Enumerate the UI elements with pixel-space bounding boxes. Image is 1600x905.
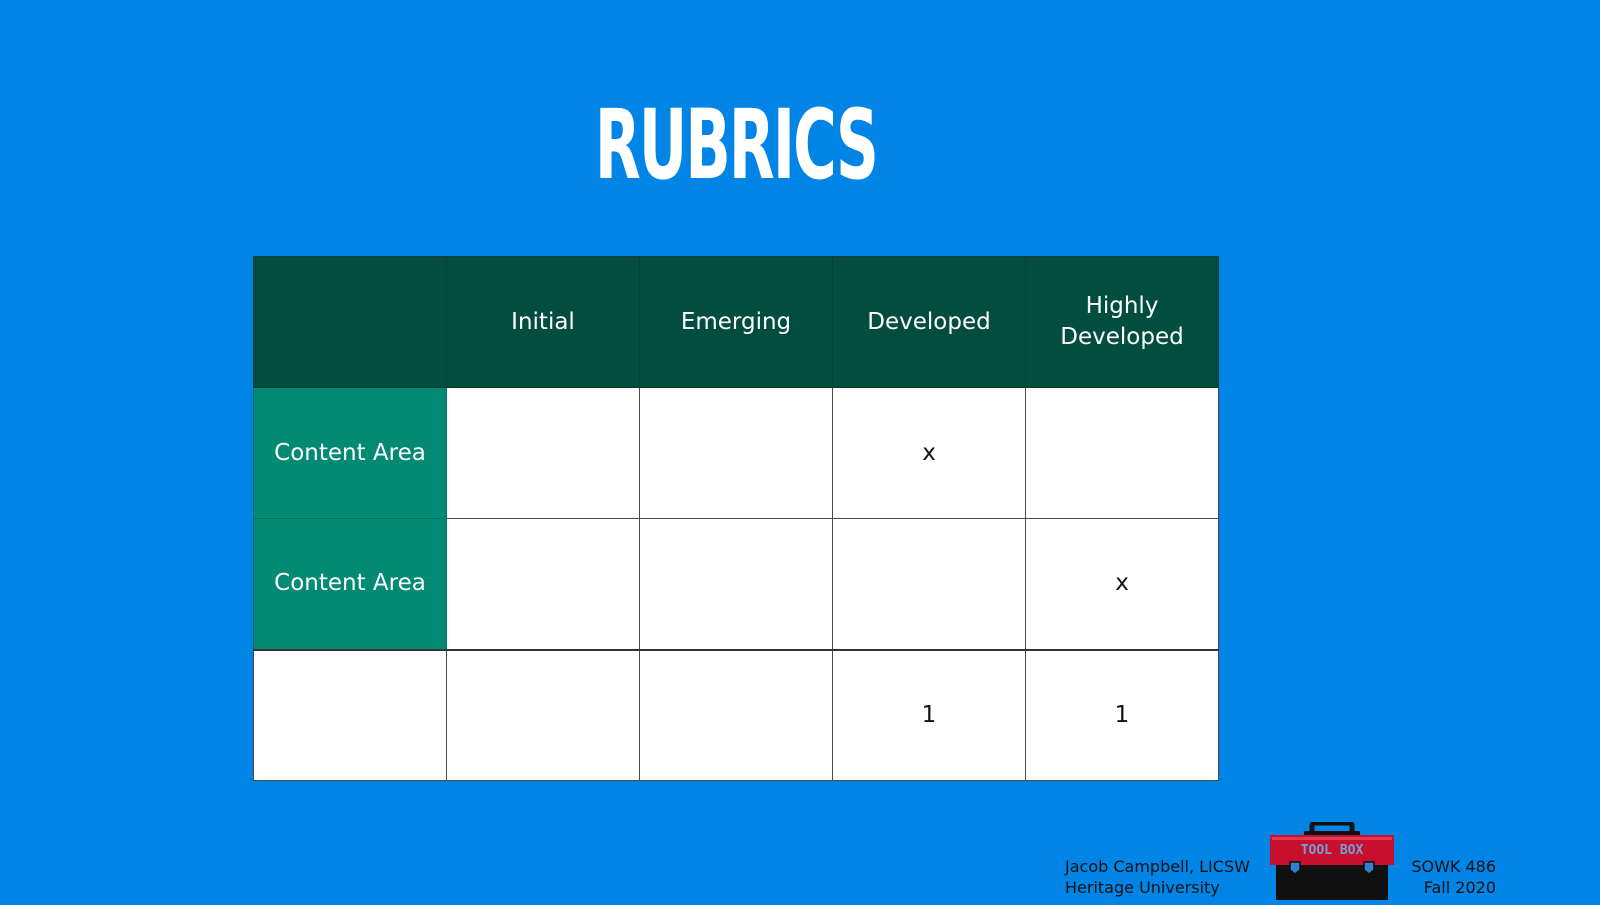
toolbox-logo-text: TOOL BOX <box>1301 843 1364 858</box>
total-cell: 1 <box>832 648 1026 781</box>
footer-author-block: Jacob Campbell, LICSW Heritage Universit… <box>1065 856 1250 898</box>
row-label-content-area: Content Area <box>253 518 447 650</box>
rubric-header-row: Initial Emerging Developed Highly Develo… <box>253 256 1219 388</box>
slide-title: RUBRICS <box>594 89 879 201</box>
header-corner-cell <box>253 256 447 388</box>
header-initial: Initial <box>446 256 640 388</box>
header-developed: Developed <box>832 256 1026 388</box>
footer-course-block: SOWK 486 Fall 2020 <box>1411 856 1496 898</box>
rubric-cell <box>832 518 1026 650</box>
rubric-cell <box>639 387 833 519</box>
rubric-total-row: 1 1 <box>253 648 1219 781</box>
row-label-content-area: Content Area <box>253 387 447 519</box>
footer-institution: Heritage University <box>1065 878 1220 897</box>
toolbox-icon: TOOL BOX <box>1270 820 1394 900</box>
header-emerging: Emerging <box>639 256 833 388</box>
footer-author: Jacob Campbell, LICSW <box>1065 857 1250 876</box>
rubric-row: Content Area x <box>253 518 1219 650</box>
footer-course: SOWK 486 <box>1411 857 1496 876</box>
total-cell: 1 <box>1025 648 1219 781</box>
rubric-cell <box>1025 387 1219 519</box>
rubric-cell: x <box>1025 518 1219 650</box>
total-label-cell <box>253 648 447 781</box>
footer-term: Fall 2020 <box>1423 878 1496 897</box>
header-highly-developed: Highly Developed <box>1025 256 1219 388</box>
total-cell <box>639 648 833 781</box>
rubric-cell <box>446 387 640 519</box>
total-cell <box>446 648 640 781</box>
rubric-cell <box>446 518 640 650</box>
rubric-table: Initial Emerging Developed Highly Develo… <box>253 256 1219 781</box>
rubric-row: Content Area x <box>253 387 1219 519</box>
rubric-cell <box>639 518 833 650</box>
rubric-cell: x <box>832 387 1026 519</box>
